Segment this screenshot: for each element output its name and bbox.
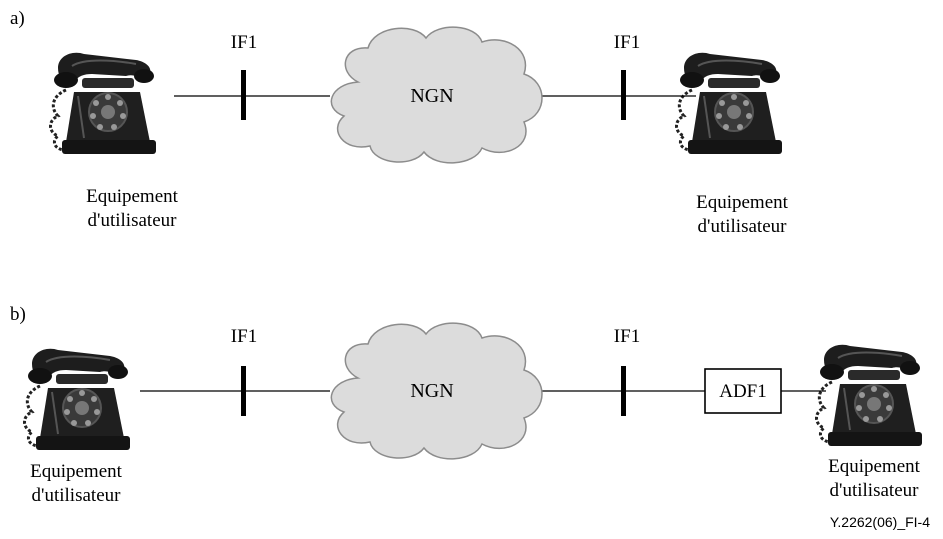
- equipment-right-line2: d'utilisateur: [698, 216, 788, 237]
- adapter-label: ADF1: [719, 381, 767, 402]
- interface-label-left: IF1: [231, 32, 257, 53]
- equipment-left-line2: d'utilisateur: [32, 485, 122, 506]
- figure-id: Y.2262(06)_FI-4: [830, 514, 930, 530]
- interface-bar: [621, 70, 626, 120]
- telephone-icon: [23, 347, 132, 452]
- equipment-left-line1: Equipement: [86, 186, 179, 207]
- interface-label-right: IF1: [614, 32, 640, 53]
- interface-bar: [241, 366, 246, 416]
- panel-a-label: a): [10, 8, 25, 29]
- equipment-right-line2: d'utilisateur: [830, 480, 920, 501]
- telephone-icon: [815, 343, 924, 448]
- interface-bar: [621, 366, 626, 416]
- interface-label-left: IF1: [231, 326, 257, 347]
- panel-a: a) IF1 IF1 NGN Equipement d'utilisateur …: [10, 8, 789, 237]
- panel-b-label: b): [10, 304, 26, 325]
- telephone-icon: [49, 51, 158, 156]
- interface-bar: [241, 70, 246, 120]
- network-label: NGN: [410, 380, 453, 402]
- network-label: NGN: [410, 85, 453, 107]
- equipment-left-line1: Equipement: [30, 461, 123, 482]
- equipment-right-line1: Equipement: [828, 456, 921, 477]
- equipment-left-line2: d'utilisateur: [88, 210, 178, 231]
- equipment-right-line1: Equipement: [696, 192, 789, 213]
- panel-b: b) IF1 IF1 NGN ADF1 Equipement d'utilisa…: [10, 304, 924, 506]
- telephone-icon: [675, 51, 784, 156]
- interface-label-right: IF1: [614, 326, 640, 347]
- adapter-box: [704, 368, 782, 414]
